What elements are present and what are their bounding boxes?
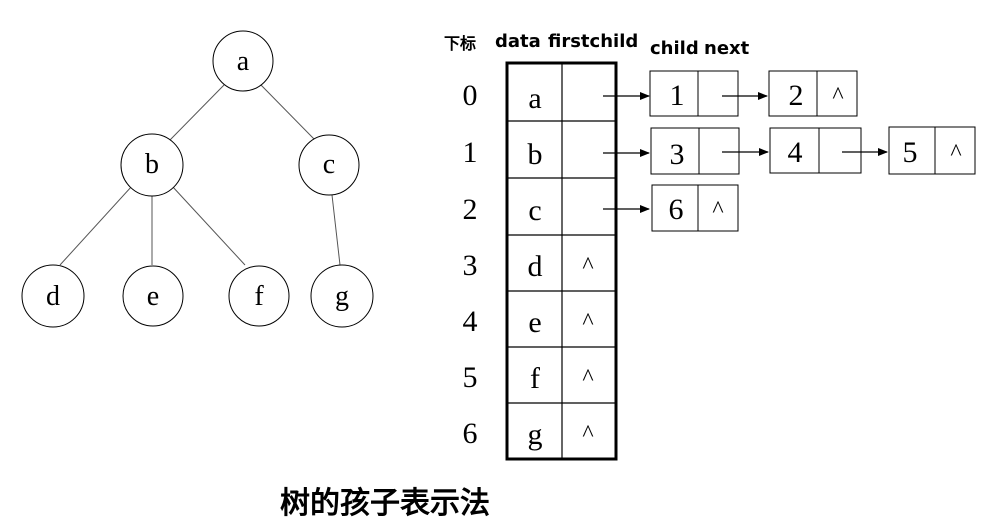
figure-caption: 树的孩子表示法 [280,486,490,521]
tree-edge-a-b [169,83,226,141]
row-index: 4 [463,305,478,338]
child-index: 1 [670,79,685,112]
svg-text:g: g [335,281,349,312]
row-index: 0 [463,79,478,112]
child-node: 4 [769,127,862,174]
svg-text:c: c [323,149,335,180]
row-data: f [530,362,540,395]
svg-text:b: b [145,149,159,180]
null-symbol: ^ [712,197,723,223]
tree-edge-c-g [331,194,341,266]
row-firstchild: ^ [582,253,593,279]
tree-node-f: f [228,265,290,327]
row-index: 2 [463,193,478,226]
child-index: 4 [788,136,803,169]
tree-node-c: c [298,134,360,196]
child-index: 5 [903,136,918,169]
table-row: 6 g ^ [463,417,594,451]
row-data: d [528,250,543,283]
row-firstchild: ^ [582,421,593,447]
header-next: next [704,38,750,59]
child-node: 1 [649,70,739,117]
row-data: g [528,418,543,451]
child-index: 6 [669,193,684,226]
tree-node-d: d [21,264,85,328]
row-data: e [528,306,541,339]
child-node: 3 [650,127,740,175]
table-row: 1 b [463,136,543,171]
tree-edge-a-c [259,83,316,141]
svg-text:f: f [254,281,264,312]
child-node: 5 ^ [888,126,976,175]
svg-text:d: d [46,281,60,312]
tree-edge-b-d [59,185,133,266]
row-firstchild: ^ [582,365,593,391]
table-row: 3 d ^ [463,249,594,283]
null-symbol: ^ [832,83,843,109]
tree-node-b: b [120,133,184,197]
row-data: b [528,138,543,171]
null-symbol: ^ [950,140,961,166]
row-firstchild: ^ [582,309,593,335]
child-node: 6 ^ [651,184,739,232]
row-index: 1 [463,136,478,169]
tree: a b c d e f g [21,30,374,328]
row-data: c [528,194,541,227]
row-index: 5 [463,361,478,394]
child-lists: 1 2 ^ 3 4 5 ^ [603,70,976,232]
table-headers: 下标 data firstchild child next [444,31,750,59]
table-row: 5 f ^ [463,361,594,395]
header-data: data [495,31,541,52]
tree-node-a: a [212,30,274,92]
tree-node-e: e [122,265,184,327]
row-data: a [528,82,541,115]
row-index: 6 [463,417,478,450]
child-index: 2 [789,79,804,112]
header-child: child [650,38,699,59]
header-index: 下标 [444,34,476,53]
svg-text:e: e [147,281,159,312]
header-array-table: 0 a 1 b 2 c 3 d ^ 4 e ^ 5 [463,61,618,461]
header-firstchild: firstchild [548,31,638,52]
table-row: 0 a [463,79,542,115]
child-node: 2 ^ [768,70,858,117]
tree-node-g: g [310,264,374,328]
row-index: 3 [463,249,478,282]
table-row: 2 c [463,193,542,227]
child-index: 3 [670,138,685,171]
table-row: 4 e ^ [463,305,594,339]
tree-edge-b-f [171,185,246,266]
svg-text:a: a [237,46,250,77]
